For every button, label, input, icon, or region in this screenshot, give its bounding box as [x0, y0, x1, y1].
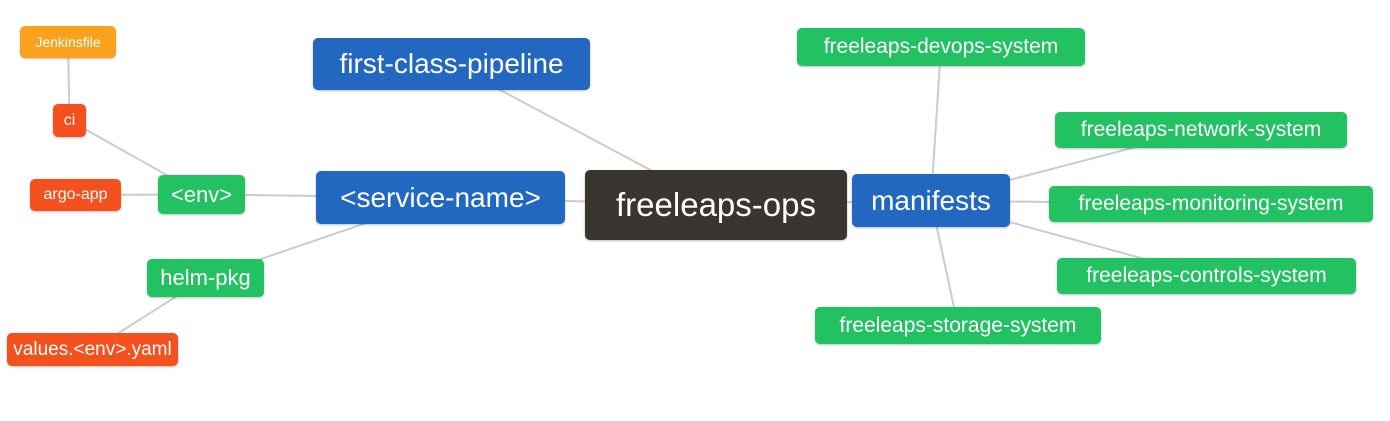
node-freeleaps-controls-system[interactable]: freeleaps-controls-system: [1057, 258, 1356, 294]
node-freeleaps-monitoring-system[interactable]: freeleaps-monitoring-system: [1049, 186, 1373, 222]
node-first-class-pipeline[interactable]: first-class-pipeline: [313, 38, 590, 90]
node-freeleaps-ops[interactable]: freeleaps-ops: [585, 170, 847, 240]
node-manifests[interactable]: manifests: [852, 174, 1010, 227]
node-jenkinsfile[interactable]: Jenkinsfile: [20, 26, 116, 58]
node-freeleaps-devops-system[interactable]: freeleaps-devops-system: [797, 28, 1085, 66]
node-env[interactable]: <env>: [158, 175, 245, 214]
node-ci[interactable]: ci: [53, 104, 86, 137]
node-freeleaps-network-system[interactable]: freeleaps-network-system: [1055, 112, 1347, 148]
node-freeleaps-storage-system[interactable]: freeleaps-storage-system: [815, 307, 1101, 344]
node-helm-pkg[interactable]: helm-pkg: [147, 259, 264, 297]
node-values-env-yaml[interactable]: values.<env>.yaml: [7, 333, 178, 366]
node-service-name[interactable]: <service-name>: [316, 171, 565, 224]
node-argo-app[interactable]: argo-app: [30, 179, 121, 211]
